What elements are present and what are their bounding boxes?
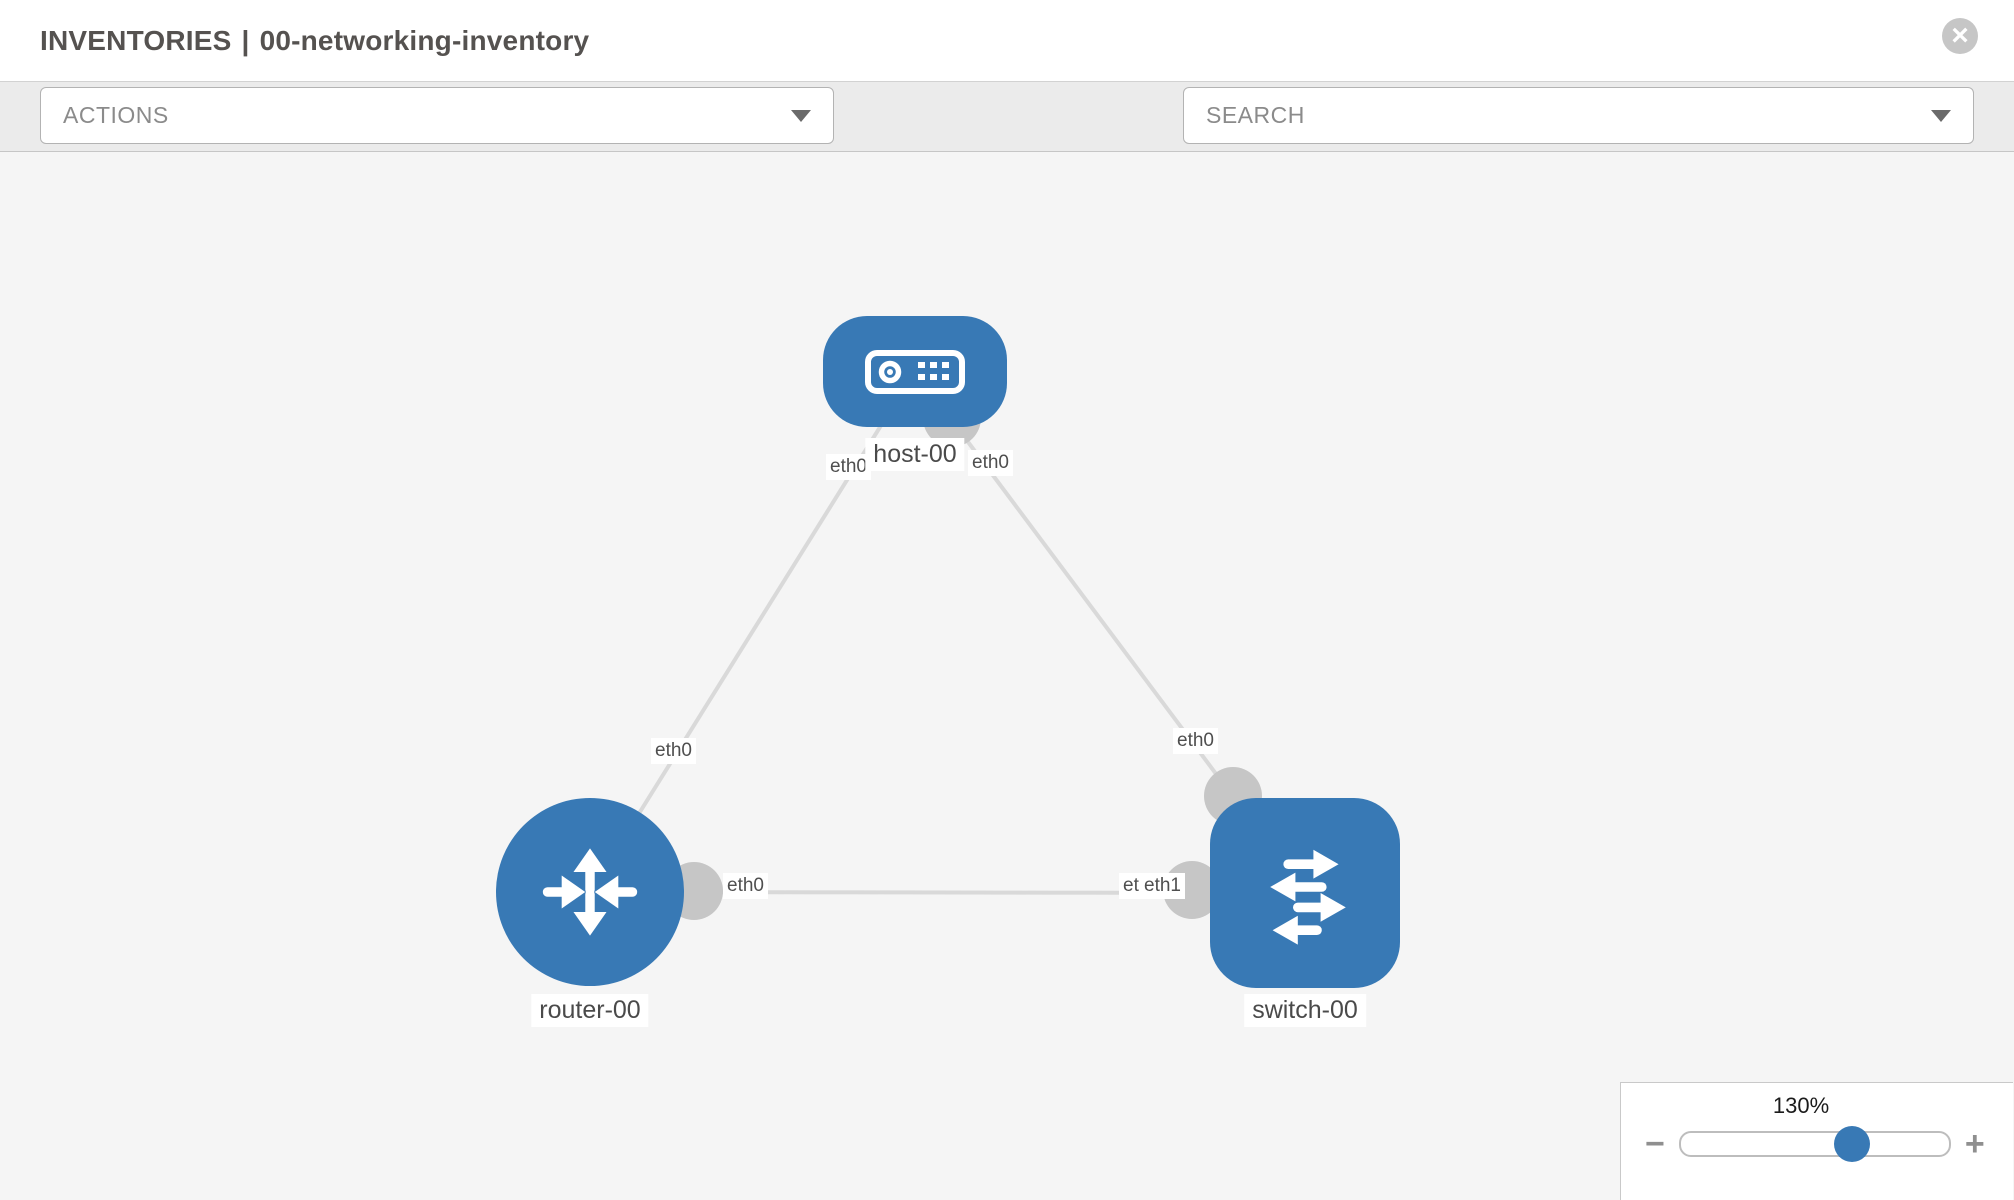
zoom-level-value: 130% <box>1772 1093 1830 1118</box>
zoom-slider[interactable] <box>1678 1126 1951 1162</box>
zoom-slider-handle[interactable] <box>1834 1126 1871 1162</box>
router-icon <box>542 848 638 936</box>
iface-label-host-eth0-a: eth0 <box>826 454 871 480</box>
close-icon: × <box>1951 19 1969 52</box>
zoom-control-panel: 130% − + <box>1620 1082 2013 1200</box>
iface-label-switch-eth0: eth0 <box>1173 728 1218 754</box>
actions-dropdown-label: ACTIONS <box>63 102 169 128</box>
chevron-down-icon <box>791 109 811 122</box>
link-layer <box>588 369 1307 920</box>
topology-canvas[interactable]: host-00 router-00 switch-00 eth0 eth0 et… <box>0 152 2014 1200</box>
node-label-router: router-00 <box>531 994 649 1027</box>
iface-label-switch-eth1: eth1 <box>1140 873 1185 899</box>
search-dropdown[interactable]: SEARCH <box>1183 87 1974 144</box>
breadcrumb: INVENTORIES <box>40 24 232 56</box>
node-switch-00[interactable] <box>1210 798 1400 988</box>
zoom-in-button[interactable]: + <box>1964 1125 1985 1163</box>
node-label-switch: switch-00 <box>1244 994 1366 1027</box>
close-button[interactable]: × <box>1942 18 1978 54</box>
iface-label-router-eth0-uplink: eth0 <box>651 738 696 764</box>
actions-dropdown[interactable]: ACTIONS <box>40 87 834 144</box>
chevron-down-icon <box>1931 109 1951 122</box>
toolbar: ACTIONS SEARCH <box>0 81 2014 217</box>
zoom-slider-row: − + <box>1645 1125 2013 1163</box>
inventory-name: 00-networking-inventory <box>259 24 590 56</box>
iface-label-host-eth0-b: eth0 <box>968 450 1013 476</box>
switch-icon <box>1270 849 1346 945</box>
host-icon <box>865 349 965 394</box>
iface-label-router-eth0: eth0 <box>723 873 768 899</box>
title-separator: | <box>241 24 250 56</box>
node-router-00[interactable] <box>496 798 684 986</box>
zoom-out-button[interactable]: − <box>1645 1125 1665 1163</box>
page-title: INVENTORIES | 00-networking-inventory <box>40 25 589 57</box>
node-host-00[interactable] <box>823 316 1007 427</box>
header: INVENTORIES | 00-networking-inventory × <box>0 0 2014 81</box>
search-dropdown-label: SEARCH <box>1206 102 1305 128</box>
node-label-host: host-00 <box>865 438 965 471</box>
